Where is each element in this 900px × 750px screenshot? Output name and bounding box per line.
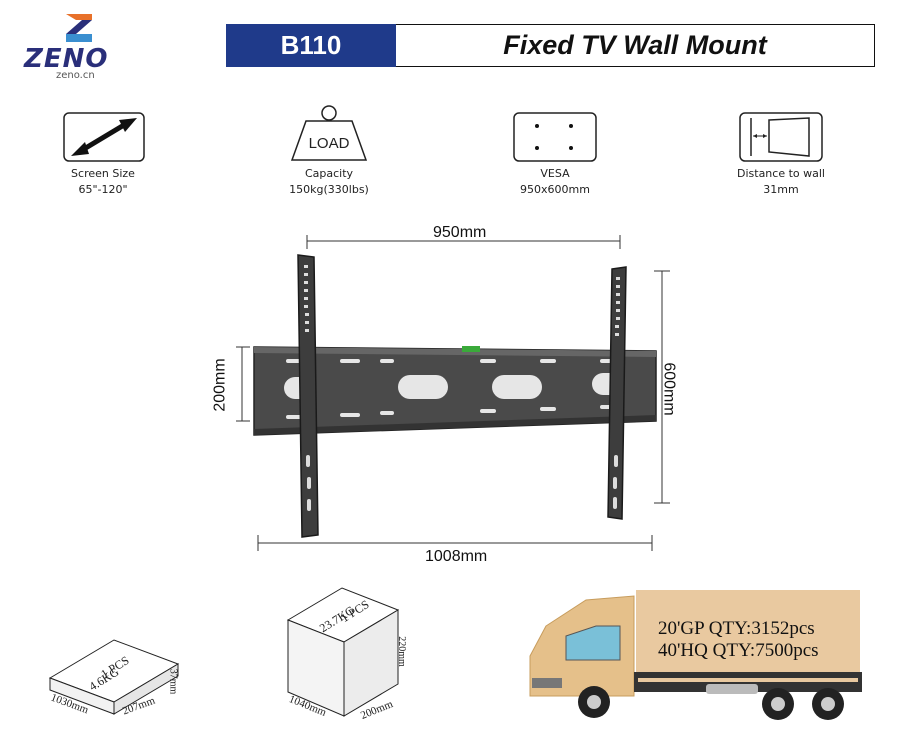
load-icon-text: LOAD bbox=[309, 135, 350, 152]
shipping-truck-icon bbox=[529, 590, 862, 720]
spec-value: 950x600mm bbox=[520, 183, 590, 196]
dimension-top-width: 950mm bbox=[433, 224, 487, 241]
model-badge: B110 bbox=[226, 24, 396, 67]
dimension-bottom-width: 1008mm bbox=[425, 548, 488, 565]
qty-20gp: 20'GP QTY:3152pcs bbox=[658, 618, 815, 639]
spec-label: Screen Size bbox=[71, 167, 135, 180]
spec-value: 65"-120" bbox=[78, 183, 128, 196]
diagonal-arrow-icon bbox=[63, 112, 145, 162]
vesa-holes-icon bbox=[513, 112, 597, 162]
brand-site: zeno.cn bbox=[56, 70, 95, 81]
spec-vesa: VESA 950x600mm bbox=[480, 112, 630, 198]
page-title: Fixed TV Wall Mount bbox=[396, 24, 875, 67]
spec-value: 31mm bbox=[763, 183, 799, 196]
wall-distance-icon bbox=[739, 112, 823, 162]
mount-diagram bbox=[236, 235, 670, 551]
flat-package-box bbox=[48, 639, 180, 715]
brand-logo: ZENO zeno.cn bbox=[24, 10, 134, 82]
dimension-right-height: 600mm bbox=[660, 362, 678, 416]
spec-screen-size: Screen Size 65"-120" bbox=[28, 112, 178, 198]
spec-distance: Distance to wall 31mm bbox=[706, 112, 856, 198]
cube-package-box bbox=[286, 587, 400, 717]
brand-name: ZENO bbox=[24, 44, 109, 74]
spec-label: Distance to wall bbox=[737, 167, 825, 180]
spec-label: Capacity bbox=[304, 167, 354, 180]
spec-value: 150kg(330lbs) bbox=[289, 183, 369, 196]
package-2-height: 220mm bbox=[395, 636, 407, 667]
dimension-left-height: 200mm bbox=[211, 358, 229, 412]
spec-capacity: LOAD Capacity 150kg(330lbs) bbox=[254, 104, 404, 198]
package-1-height: 37mm bbox=[167, 668, 179, 695]
weight-load-icon: LOAD bbox=[290, 105, 368, 161]
logo-mark-icon bbox=[66, 14, 92, 42]
spec-label: VESA bbox=[540, 167, 570, 180]
qty-40hq: 40'HQ QTY:7500pcs bbox=[658, 640, 819, 661]
